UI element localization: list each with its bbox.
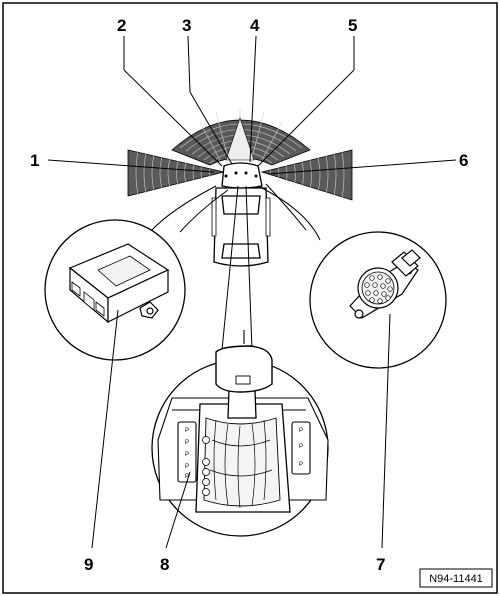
- leader-line-8: [165, 471, 191, 549]
- callout-5: 5: [348, 16, 357, 35]
- figure-id-box: N94-11441: [419, 568, 493, 588]
- callout-7: 7: [376, 555, 385, 574]
- control-unit-icon: [68, 243, 170, 324]
- leader-line-4: [249, 35, 257, 163]
- boot-folds: [209, 419, 273, 509]
- left-button-4-label: P: [185, 464, 189, 470]
- right-button-2-label: P: [299, 444, 303, 450]
- front-sensor-dots: [224, 171, 258, 178]
- sensor-field-front: [171, 108, 311, 166]
- console-button-glyphs: P P P P P P P P: [185, 428, 303, 480]
- left-button-1-label: P: [185, 428, 189, 434]
- control-unit-inset: [44, 219, 186, 361]
- sensor-fields: [127, 108, 353, 201]
- connector-lines: [149, 183, 321, 351]
- leader-line-2b: [123, 69, 223, 167]
- right-button-3-label: P: [299, 462, 303, 468]
- sensor-field-right: [260, 149, 353, 201]
- callout-8: 8: [160, 555, 169, 574]
- leader-line-3b: [189, 91, 233, 165]
- gear-selector-inset: P P P P P P P P: [151, 330, 329, 537]
- callout-1: 1: [30, 151, 39, 170]
- callout-2: 2: [117, 16, 126, 35]
- sensor-field-left: [127, 149, 225, 197]
- left-button-3-label: P: [185, 452, 189, 458]
- vehicle-icon: [211, 162, 271, 267]
- callout-4: 4: [250, 16, 260, 35]
- callout-numbers: 1 2 3 4 5 6 7 8 9: [30, 16, 468, 574]
- leader-line-5b: [257, 69, 355, 167]
- right-button-1-label: P: [299, 428, 303, 434]
- leader-line-1: [47, 159, 215, 173]
- gear-position-indicators: [202, 436, 210, 496]
- connector-icon: [349, 249, 421, 319]
- figure-id-label: N94-11441: [429, 573, 483, 585]
- leader-line-7: [381, 313, 391, 549]
- connector-inset: [309, 231, 447, 369]
- leader-line-3: [187, 35, 191, 93]
- left-button-2-label: P: [185, 440, 189, 446]
- left-button-5-label: P: [185, 474, 189, 480]
- leader-lines: [47, 35, 457, 549]
- callout-9: 9: [84, 555, 93, 574]
- callout-6: 6: [459, 151, 468, 170]
- leader-line-9: [91, 309, 119, 549]
- callout-3: 3: [182, 16, 191, 35]
- gear-selector-console-icon: [157, 330, 329, 513]
- leader-line-6: [267, 159, 457, 175]
- connector-pins: [364, 274, 393, 304]
